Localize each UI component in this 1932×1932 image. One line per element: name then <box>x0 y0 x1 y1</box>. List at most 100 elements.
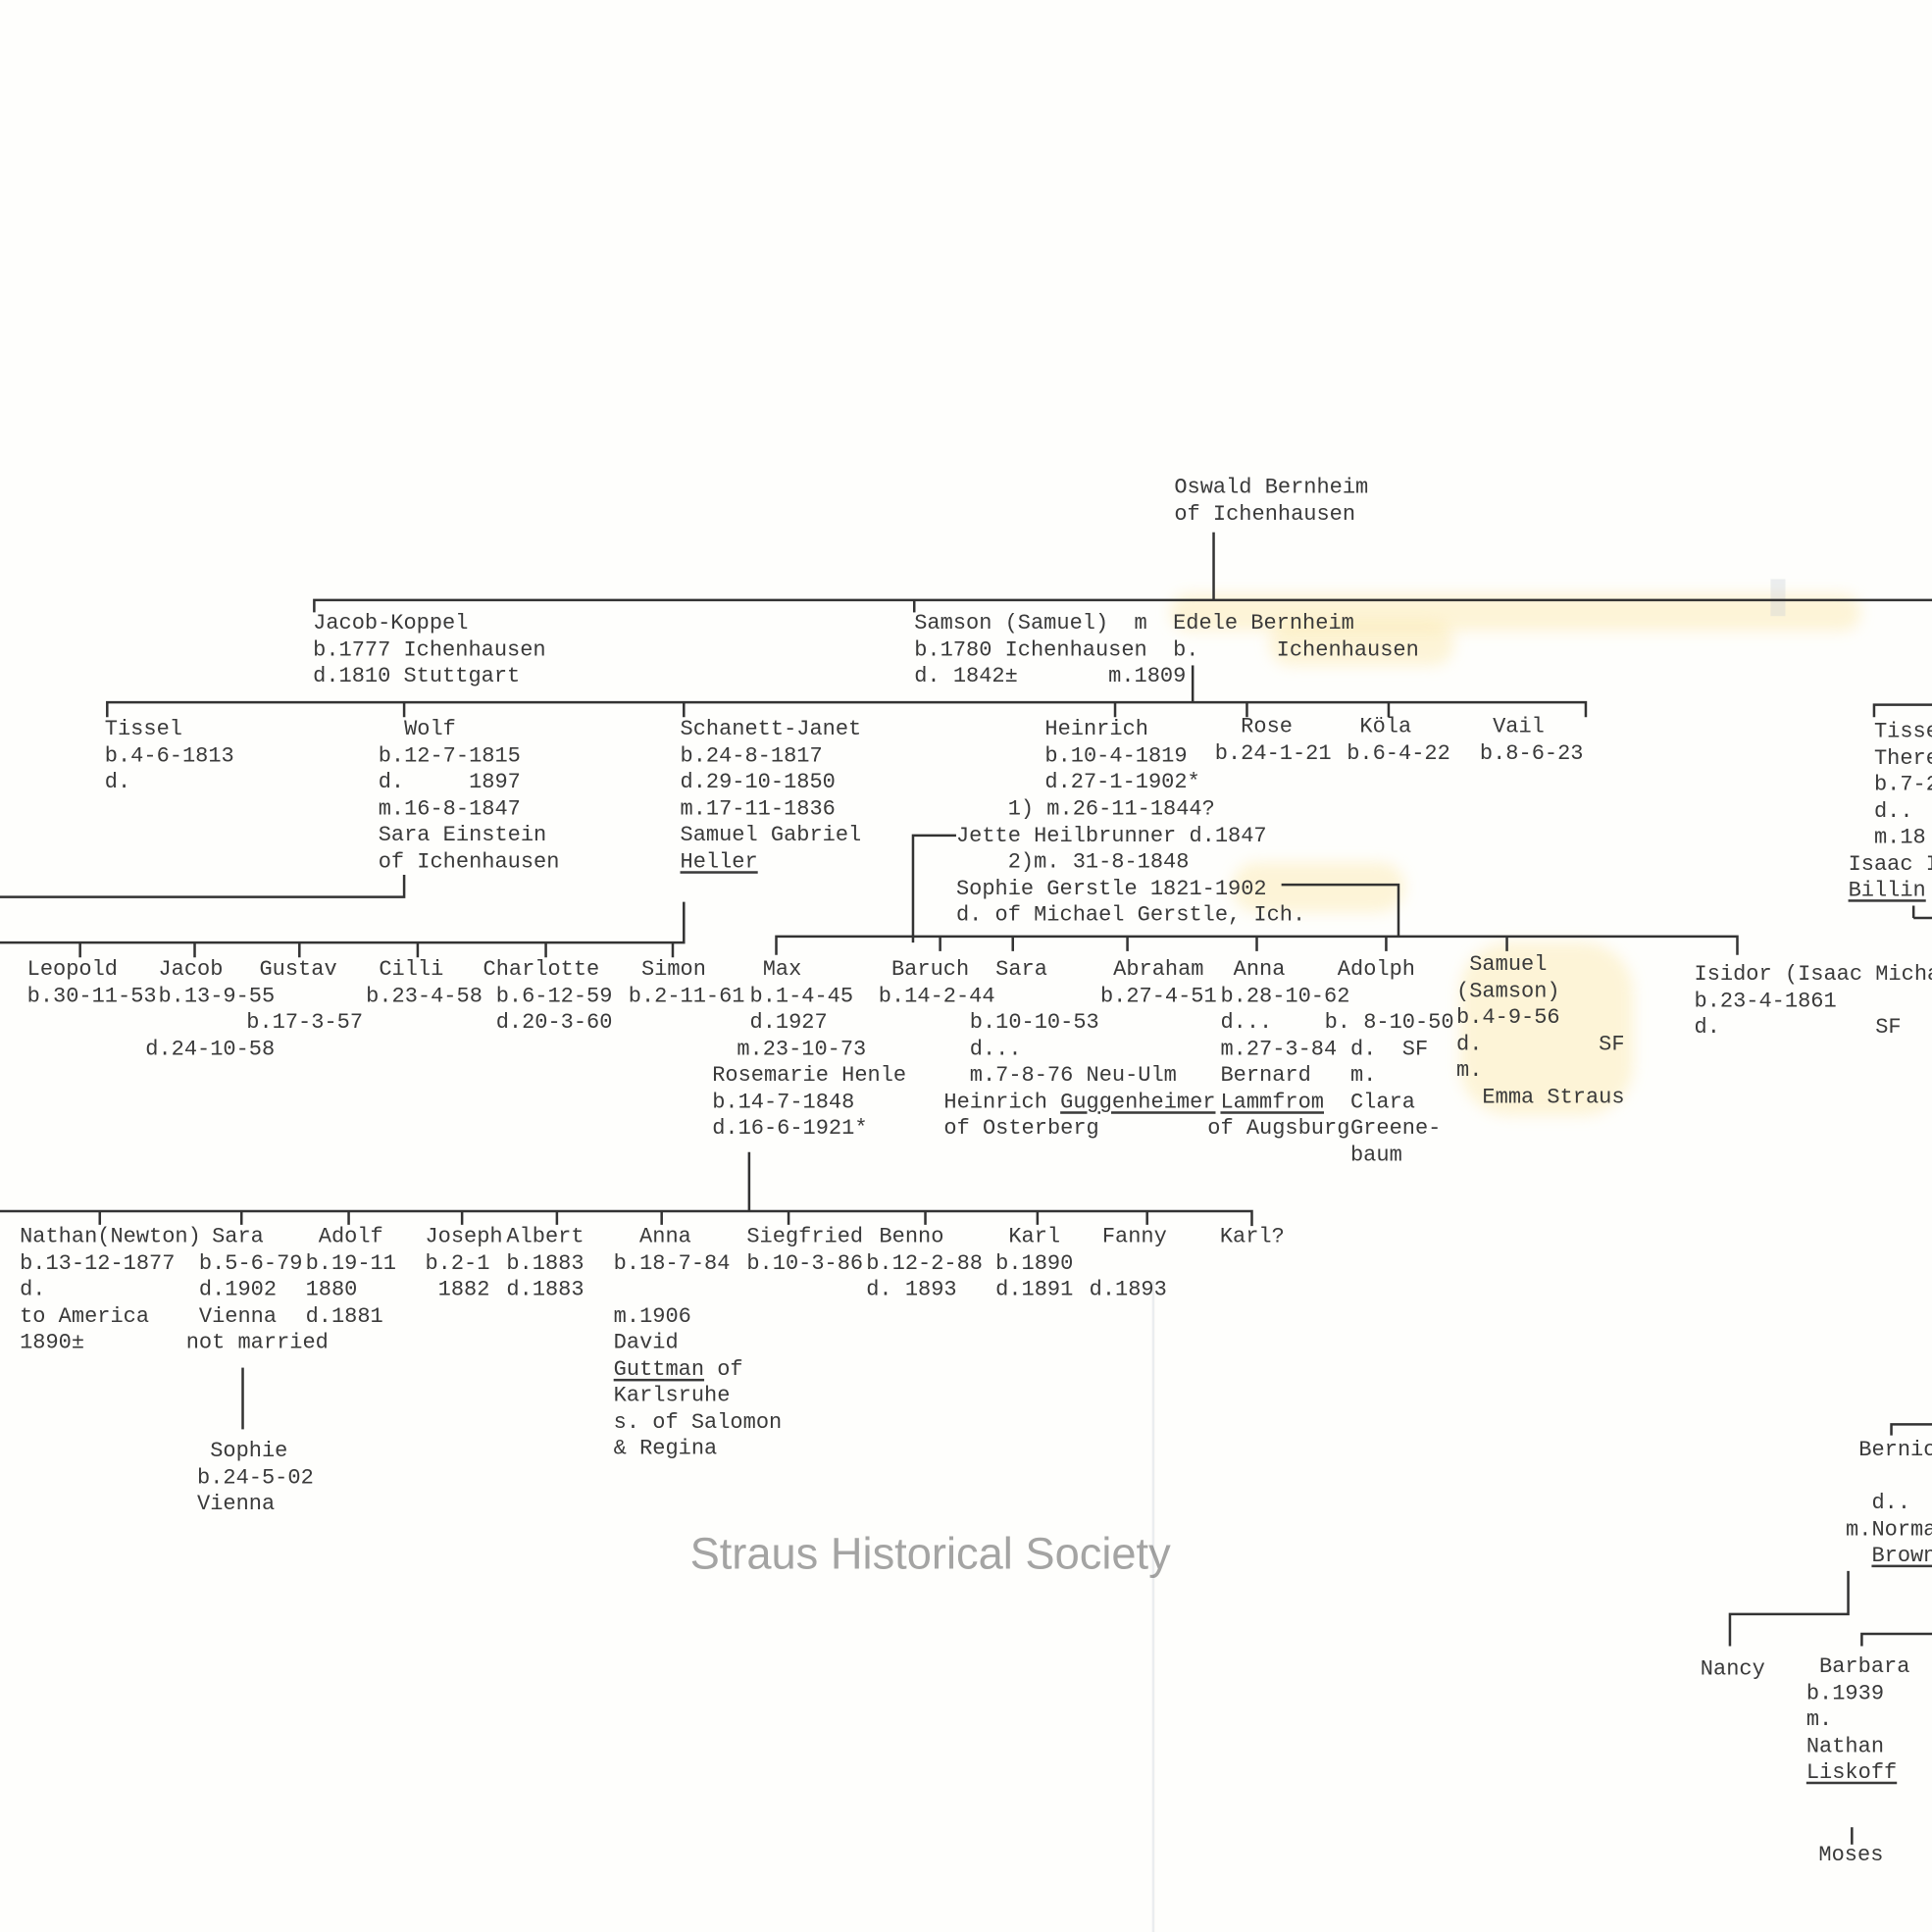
surname-underlined: Billin <box>1848 878 1926 903</box>
person-line: d. 1893 <box>866 1277 957 1302</box>
person-line: m.23-10-73 <box>737 1037 867 1062</box>
fold-mark <box>1151 1281 1155 1932</box>
person-line: b.23-4-58 <box>366 984 483 1009</box>
person-line: b.17-3-57 <box>246 1010 364 1036</box>
person-line: b.6-12-59 <box>495 984 613 1009</box>
person-line: Emma Straus <box>1482 1085 1625 1110</box>
person-line: d. 1842± m.1809 <box>914 664 1187 689</box>
person-line: Joseph <box>425 1224 503 1249</box>
person-line: Guttman of <box>613 1356 743 1383</box>
person-line: Oswald Bernheim <box>1174 475 1369 501</box>
person-line: David <box>613 1330 679 1356</box>
surname-underlined: Guttman <box>613 1356 705 1383</box>
person-line: Albert <box>506 1224 585 1249</box>
person-line: b.12-7-1815 <box>378 743 521 769</box>
person-line: d.. <box>1873 798 1913 824</box>
person-line: not married <box>185 1330 329 1356</box>
person-line: b.4-6-1813 <box>104 743 234 769</box>
person-line: d. SF <box>1349 1037 1429 1062</box>
person-line: Sara <box>995 957 1047 983</box>
connector <box>1728 1570 1850 1647</box>
person-line: Benno <box>879 1224 944 1249</box>
person-line: m. <box>1349 1063 1377 1089</box>
person-line: m.16-8-1847 <box>378 796 521 822</box>
person-line: Billin <box>1849 879 1926 905</box>
person-line: Fanny <box>1101 1224 1167 1249</box>
person-line: b.18-7-84 <box>613 1250 731 1276</box>
person-line: m. <box>1805 1707 1833 1733</box>
person-line: Isidor (Isaac Micha <box>1694 962 1932 988</box>
person-line: d. <box>104 770 131 795</box>
person-line: & Regina <box>613 1436 718 1462</box>
surname-underlined: Liskoff <box>1805 1760 1898 1786</box>
person-line: d.29-10-1850 <box>680 770 836 795</box>
person-line: d.. <box>1871 1491 1911 1516</box>
surname-underlined: Guggenheimer <box>1060 1090 1216 1115</box>
person-line: Moses <box>1818 1843 1884 1868</box>
connector <box>313 598 1932 613</box>
person-line: Rose <box>1241 714 1293 739</box>
person-line: m.Norma <box>1846 1517 1932 1543</box>
person-line: Anna <box>639 1224 691 1249</box>
person-line: Tisse <box>1873 719 1932 744</box>
person-line: d. <box>20 1277 46 1302</box>
person-line: Abraham <box>1113 957 1204 983</box>
person-line: b.1777 Ichenhausen <box>313 637 546 663</box>
person-line: Karl? <box>1219 1224 1285 1249</box>
connector <box>1281 883 1400 937</box>
person-line: b.24-1-21 <box>1214 740 1332 766</box>
person-line: Karlsruhe <box>613 1383 731 1409</box>
person-line: b.24-8-1817 <box>680 743 823 769</box>
person-line: Vienna <box>198 1303 278 1330</box>
person-line: d... <box>969 1037 1022 1062</box>
connector <box>106 700 1588 718</box>
person-line: b.12-2-88 <box>866 1250 983 1276</box>
person-line: s. of Salomon <box>613 1409 783 1436</box>
person-line: b.1890 <box>995 1250 1074 1276</box>
person-line: b.1883 <box>506 1250 585 1276</box>
person-line: d.16-6-1921* <box>712 1116 868 1142</box>
person-line: d.1927 <box>749 1010 828 1036</box>
person-line: Wolf <box>404 717 456 742</box>
person-line: Samuel <box>1469 952 1548 978</box>
person-line: d. SF <box>1456 1032 1625 1057</box>
person-line: d. of Michael Gerstle, Ich. <box>955 902 1306 929</box>
person-line: b.13-12-1877 <box>20 1250 176 1276</box>
person-line: b.13-9-55 <box>158 984 276 1009</box>
person-line: Jette Heilbrunner d.1847 <box>955 823 1267 849</box>
person-line: Tissel <box>104 717 182 742</box>
connector <box>1890 1423 1932 1436</box>
person-line: d.1902 <box>198 1277 278 1302</box>
stain <box>1232 862 1405 912</box>
connector <box>775 935 1739 955</box>
person-line: (Samson) <box>1456 979 1560 1004</box>
person-line: b. 8-10-50 <box>1324 1010 1454 1036</box>
person-line: d.1893 <box>1089 1277 1167 1302</box>
person-line: b.27-4-51 <box>1099 984 1217 1009</box>
person-line: Nancy <box>1700 1656 1765 1682</box>
person-line: d. 1897 <box>378 770 521 795</box>
person-line: Anna <box>1233 957 1286 983</box>
person-line: b.14-7-1848 <box>712 1090 855 1115</box>
surname-underlined: Brown <box>1871 1544 1932 1569</box>
person-line: Cilli <box>379 957 444 983</box>
